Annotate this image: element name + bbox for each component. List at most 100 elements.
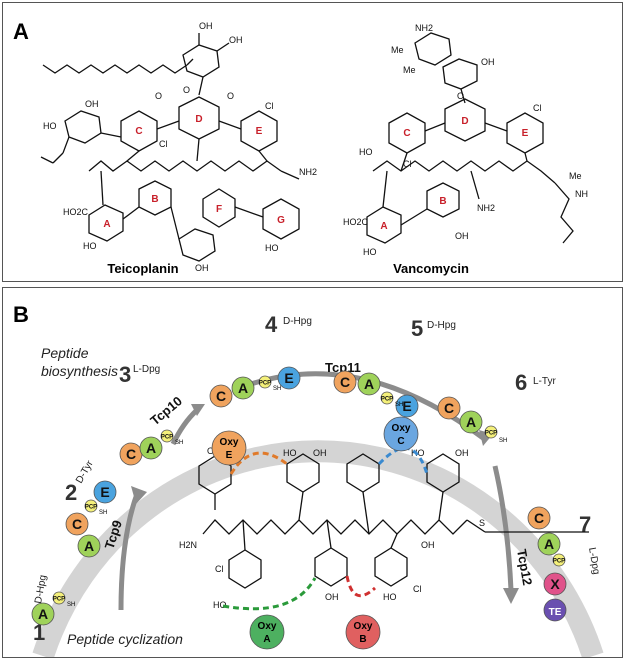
- svg-text:PCP: PCP: [259, 381, 271, 387]
- a-domain-7: A: [537, 532, 561, 556]
- svg-text:NH2: NH2: [299, 167, 317, 177]
- svg-text:HO: HO: [283, 448, 297, 458]
- svg-text:B: B: [439, 196, 446, 207]
- svg-text:Cl: Cl: [265, 101, 274, 111]
- svg-text:C: C: [126, 446, 136, 462]
- e-domain-1: E: [93, 480, 117, 504]
- protein-arrowheads: [131, 404, 519, 604]
- svg-text:OH: OH: [455, 448, 469, 458]
- thiol-label: SH: [395, 402, 403, 408]
- svg-text:C: C: [534, 510, 544, 526]
- cyclization-label: Peptide cyclization: [67, 631, 183, 647]
- pcp-domain-4: PCP: [258, 375, 272, 389]
- svg-text:L-Tyr: L-Tyr: [533, 376, 556, 387]
- svg-text:PCP: PCP: [53, 597, 65, 603]
- a-domain-4: A: [231, 376, 255, 400]
- module-1-number: 1: [33, 620, 45, 645]
- teicoplanin-atoms: OH OH O O O Cl Cl OH HO NH2 HO2C HO HO O…: [43, 21, 317, 273]
- svg-text:OH: OH: [229, 35, 243, 45]
- svg-text:O: O: [155, 91, 162, 101]
- svg-text:E: E: [226, 450, 233, 461]
- svg-text:Cl: Cl: [403, 159, 412, 169]
- pcp-domain-1: PCP: [52, 591, 66, 605]
- panel-b-diagram: B Tcp9 Tcp10 Tcp11 Tcp12 1 2 3 4 5 6 7 D…: [13, 302, 604, 657]
- svg-text:G: G: [277, 215, 285, 226]
- heptapeptide-structure: [198, 453, 589, 589]
- svg-text:O: O: [227, 91, 234, 101]
- a-domain-2: A: [77, 534, 101, 558]
- svg-text:B: B: [151, 194, 158, 205]
- svg-text:E: E: [100, 484, 109, 500]
- thiol-label: SH: [499, 438, 507, 444]
- svg-text:A: A: [466, 414, 476, 430]
- svg-text:H2N: H2N: [179, 540, 197, 550]
- module-2-number: 2: [65, 480, 77, 505]
- svg-text:B: B: [359, 634, 366, 645]
- tcp11-label: Tcp11: [325, 360, 361, 375]
- svg-text:Me: Me: [569, 171, 582, 181]
- svg-text:Me: Me: [391, 45, 404, 55]
- svg-text:A: A: [263, 634, 270, 645]
- panel-a-structures: A: [13, 19, 588, 276]
- c-domain-5: C: [437, 396, 461, 420]
- svg-text:C: C: [444, 400, 454, 416]
- svg-text:Oxy: Oxy: [354, 621, 373, 632]
- svg-text:OH: OH: [455, 231, 469, 241]
- svg-text:C: C: [135, 126, 142, 137]
- svg-text:NH2: NH2: [477, 203, 495, 213]
- svg-text:HO: HO: [359, 147, 373, 157]
- pcp-domain-2: PCP: [84, 499, 98, 513]
- svg-text:OH: OH: [481, 57, 495, 67]
- teicoplanin-name: Teicoplanin: [107, 261, 178, 276]
- svg-text:A: A: [84, 538, 94, 554]
- panel-a-label: A: [13, 19, 29, 44]
- svg-text:PCP: PCP: [381, 397, 393, 403]
- x-domain-1: X: [543, 572, 567, 596]
- teicoplanin-ring-labels: A B C D E F G: [103, 114, 285, 230]
- svg-text:C: C: [216, 388, 226, 404]
- svg-text:A: A: [238, 380, 248, 396]
- svg-text:E: E: [256, 126, 263, 137]
- tcp10-label: Tcp10: [147, 393, 185, 428]
- module-numbers: 1 2 3 4 5 6 7: [33, 312, 591, 645]
- svg-text:A: A: [380, 221, 387, 232]
- module-3-number: 3: [119, 362, 131, 387]
- svg-text:S: S: [479, 518, 485, 528]
- svg-text:HO: HO: [43, 121, 57, 131]
- panel-a: A: [2, 2, 623, 282]
- svg-text:PCP: PCP: [85, 505, 97, 511]
- svg-text:PCP: PCP: [161, 435, 173, 441]
- a-domain-5: A: [357, 372, 381, 396]
- svg-text:E: E: [402, 398, 411, 414]
- panel-b: B Tcp9 Tcp10 Tcp11 Tcp12 1 2 3 4 5 6 7 D…: [2, 287, 623, 658]
- svg-text:D-Tyr: D-Tyr: [74, 458, 96, 485]
- svg-text:NH2: NH2: [415, 23, 433, 33]
- pcp-domain-3: PCP: [160, 429, 174, 443]
- vancomycin-ring-labels: A B C D E: [380, 116, 528, 232]
- module-7-number: 7: [579, 512, 591, 537]
- e-domain-3: E: [395, 394, 419, 418]
- svg-text:A: A: [364, 376, 374, 392]
- thiol-label: SH: [273, 386, 281, 392]
- a-domain-3: A: [139, 436, 163, 460]
- svg-text:Cl: Cl: [413, 584, 422, 594]
- svg-text:X: X: [550, 576, 560, 592]
- te-domain-1: TE: [543, 598, 567, 622]
- svg-text:HO2C: HO2C: [63, 207, 89, 217]
- pcp-domain-7: PCP: [552, 553, 566, 567]
- panel-b-label: B: [13, 302, 29, 327]
- svg-text:O: O: [457, 91, 464, 101]
- svg-text:Cl: Cl: [159, 139, 168, 149]
- svg-text:D: D: [195, 114, 202, 125]
- svg-text:L-Dpg: L-Dpg: [133, 364, 160, 375]
- svg-text:C: C: [403, 128, 410, 139]
- c-domain-1: C: [65, 512, 89, 536]
- svg-text:HO: HO: [363, 247, 377, 257]
- svg-text:A: A: [103, 219, 110, 230]
- biosynthesis-label-line2: biosynthesis: [41, 363, 118, 379]
